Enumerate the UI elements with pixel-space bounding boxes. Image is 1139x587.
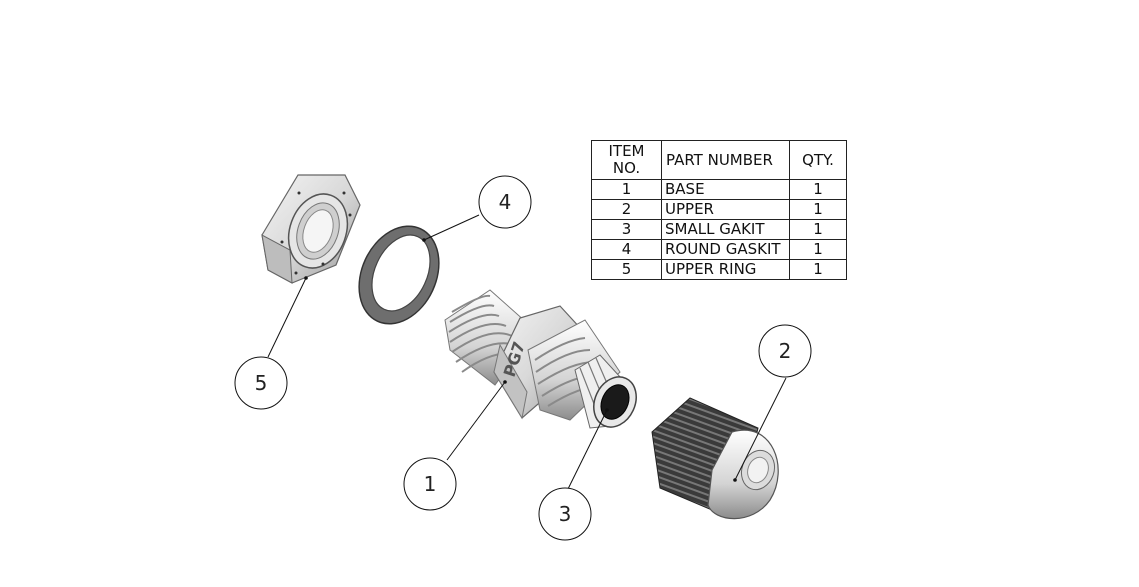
bom-row: 1 BASE 1 bbox=[591, 179, 847, 200]
bom-header-item-no: ITEM NO. bbox=[591, 140, 662, 180]
balloon-5-label: 5 bbox=[255, 371, 268, 395]
balloon-2: 2 bbox=[758, 324, 812, 378]
bom-item-no: 5 bbox=[591, 259, 662, 280]
bom-qty: 1 bbox=[789, 239, 847, 260]
bom-qty: 1 bbox=[789, 219, 847, 240]
balloon-3: 3 bbox=[538, 487, 592, 541]
bom-item-no: 1 bbox=[591, 179, 662, 200]
balloon-1: 1 bbox=[403, 457, 457, 511]
bom-header-part-number: PART NUMBER bbox=[661, 140, 790, 180]
bom-part-number: UPPER RING bbox=[661, 259, 790, 280]
bom-row: 2 UPPER 1 bbox=[591, 199, 847, 220]
round-gasket-part bbox=[358, 225, 440, 325]
bom-qty: 1 bbox=[789, 199, 847, 220]
bom-item-no: 3 bbox=[591, 219, 662, 240]
bom-part-number: ROUND GASKIT bbox=[661, 239, 790, 260]
bom-part-number: UPPER bbox=[661, 199, 790, 220]
bom-header-row: ITEM NO. PART NUMBER QTY. bbox=[591, 140, 847, 180]
bom-part-number: BASE bbox=[661, 179, 790, 200]
bom-header-qty: QTY. bbox=[789, 140, 847, 180]
bom-row: 3 SMALL GAKIT 1 bbox=[591, 219, 847, 240]
bom-part-number: SMALL GAKIT bbox=[661, 219, 790, 240]
leader-lines bbox=[267, 214, 787, 490]
upper-part bbox=[651, 397, 779, 520]
upper-ring-part bbox=[261, 174, 361, 284]
bom-row: 5 UPPER RING 1 bbox=[591, 259, 847, 280]
balloon-4-label: 4 bbox=[499, 190, 512, 214]
balloon-3-label: 3 bbox=[559, 502, 572, 526]
balloon-2-label: 2 bbox=[779, 339, 792, 363]
bom-qty: 1 bbox=[789, 259, 847, 280]
balloon-4: 4 bbox=[478, 175, 532, 229]
balloon-1-label: 1 bbox=[424, 472, 437, 496]
bom-item-no: 2 bbox=[591, 199, 662, 220]
bom-row: 4 ROUND GASKIT 1 bbox=[591, 239, 847, 260]
balloon-5: 5 bbox=[234, 356, 288, 410]
bom-qty: 1 bbox=[789, 179, 847, 200]
bom-item-no: 4 bbox=[591, 239, 662, 260]
bill-of-materials-table: ITEM NO. PART NUMBER QTY. 1 BASE 1 2 UPP… bbox=[591, 140, 847, 280]
